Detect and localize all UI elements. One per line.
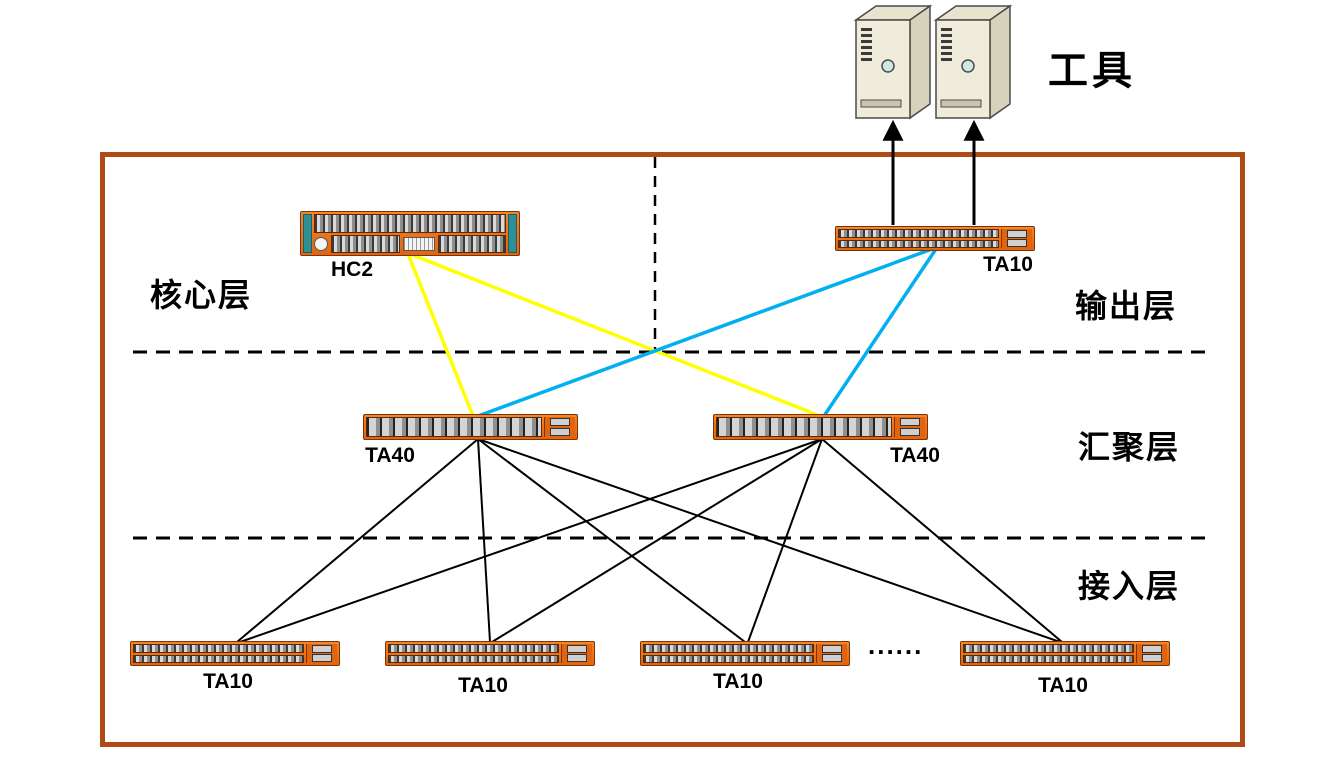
- tools-label: 工具: [1048, 49, 1136, 93]
- port-row: [838, 239, 999, 248]
- ta10-access-3-device: [640, 641, 850, 666]
- ta10-output-label: TA10: [983, 253, 1033, 276]
- port-row: [388, 644, 559, 653]
- port-row: [133, 644, 304, 653]
- more-switches-ellipsis: ......: [868, 630, 924, 660]
- uplink-ports: [544, 417, 575, 437]
- port-row: [366, 417, 542, 437]
- ta10-access-1-label: TA10: [203, 670, 253, 693]
- core-layer-label: 核心层: [150, 277, 253, 313]
- port-row: [838, 229, 999, 238]
- ta40-left-label: TA40: [365, 444, 415, 467]
- hc2-device: [300, 211, 520, 256]
- port-row: [963, 644, 1134, 653]
- port-area: [838, 229, 999, 248]
- chassis-body: [314, 214, 506, 253]
- ta40-right-device: [713, 414, 928, 440]
- port-area: [643, 644, 814, 663]
- chassis-edge: [508, 214, 517, 253]
- ta10-access-2-device: [385, 641, 595, 666]
- uplink-ports: [561, 644, 592, 663]
- output-layer-label: 输出层: [1075, 288, 1178, 324]
- chassis-edge: [303, 214, 312, 253]
- server-icon: [933, 4, 1013, 120]
- port-row: [643, 644, 814, 653]
- ta40-right-label: TA40: [890, 444, 940, 467]
- chassis-panel: [402, 236, 435, 251]
- port-area: [963, 644, 1134, 663]
- aggregation-layer-label: 汇聚层: [1078, 429, 1181, 465]
- ta10-access-4-device: [960, 641, 1170, 666]
- access-layer-label: 接入层: [1078, 568, 1181, 604]
- port-area: [366, 417, 542, 437]
- ta10-access-1-device: [130, 641, 340, 666]
- uplink-ports: [1001, 229, 1032, 248]
- port-row: [716, 417, 892, 437]
- port-row: [643, 654, 814, 663]
- port-row: [388, 654, 559, 663]
- ta10-output-device: [835, 226, 1035, 251]
- vendor-logo-icon: [314, 236, 328, 251]
- ta10-access-2-label: TA10: [458, 674, 508, 697]
- tool-server-1: [850, 4, 934, 127]
- tool-server-2: [930, 4, 1014, 127]
- port-row: [314, 234, 506, 253]
- ta10-access-3-label: TA10: [713, 670, 763, 693]
- uplink-ports: [894, 417, 925, 437]
- ta10-access-4-label: TA10: [1038, 674, 1088, 697]
- uplink-ports: [306, 644, 337, 663]
- port-area: [388, 644, 559, 663]
- uplink-ports: [816, 644, 847, 663]
- port-row: [963, 654, 1134, 663]
- port-row: [133, 654, 304, 663]
- port-area: [716, 417, 892, 437]
- uplink-ports: [1136, 644, 1167, 663]
- diagram-frame: [100, 152, 1245, 747]
- port-area: [133, 644, 304, 663]
- ta40-left-device: [363, 414, 578, 440]
- hc2-label: HC2: [330, 258, 373, 281]
- server-icon: [853, 4, 933, 120]
- port-row: [314, 214, 506, 233]
